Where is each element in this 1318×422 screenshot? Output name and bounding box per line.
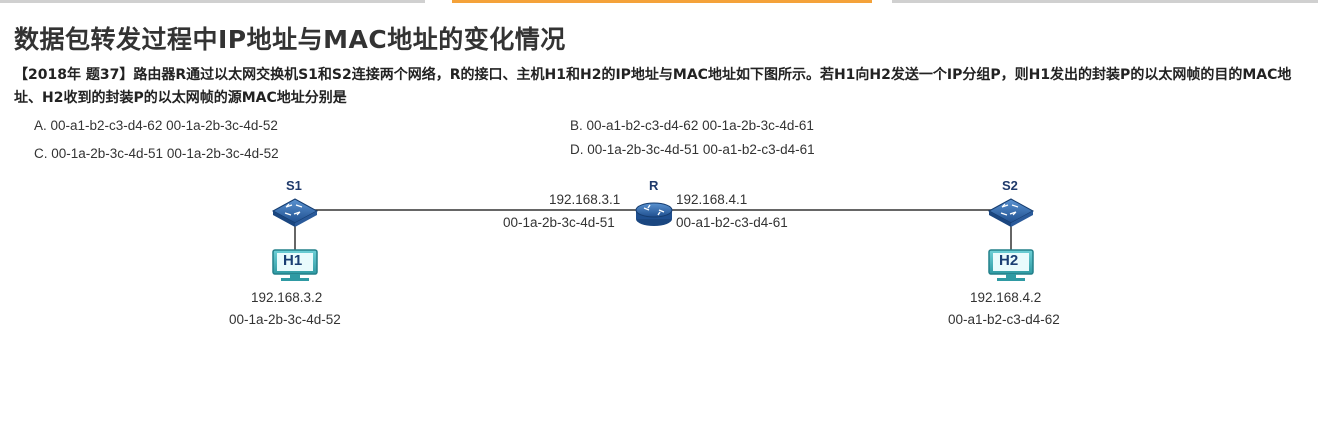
h2-mac: 00-a1-b2-c3-d4-62 xyxy=(948,312,1060,327)
router-right-mac: 00-a1-b2-c3-d4-61 xyxy=(676,215,788,230)
top-progress-bar xyxy=(0,0,1318,3)
switch-s2-label: S2 xyxy=(1002,178,1018,193)
host-h1-label: H1 xyxy=(283,252,303,269)
h1-ip: 192.168.3.2 xyxy=(251,290,323,305)
switch-s1-icon xyxy=(271,198,319,227)
tab-indicator-active xyxy=(452,0,872,3)
host-h2-icon xyxy=(988,249,1034,281)
router-icon xyxy=(635,202,673,226)
question-text: 【2018年 题37】路由器R通过以太网交换机S1和S2连接两个网络，R的接口、… xyxy=(14,67,1292,106)
h2-ip: 192.168.4.2 xyxy=(970,290,1042,305)
option-b[interactable]: B. 00-a1-b2-c3-d4-62 00-1a-2b-3c-4d-61 xyxy=(570,118,814,133)
option-d[interactable]: D. 00-1a-2b-3c-4d-51 00-a1-b2-c3-d4-61 xyxy=(570,142,815,157)
switch-s1-label: S1 xyxy=(286,178,302,193)
tab-indicator-left xyxy=(0,0,425,3)
router-left-ip: 192.168.3.1 xyxy=(549,192,621,207)
switch-s2-icon xyxy=(987,198,1035,227)
host-h1-icon xyxy=(272,249,318,281)
router-right-ip: 192.168.4.1 xyxy=(676,192,748,207)
option-c[interactable]: C. 00-1a-2b-3c-4d-51 00-1a-2b-3c-4d-52 xyxy=(34,146,279,161)
host-h2-label: H2 xyxy=(999,252,1019,269)
page-title: 数据包转发过程中IP地址与MAC地址的变化情况 xyxy=(14,25,566,54)
router-left-mac: 00-1a-2b-3c-4d-51 xyxy=(503,215,615,230)
h1-mac: 00-1a-2b-3c-4d-52 xyxy=(229,312,341,327)
tab-indicator-right xyxy=(892,0,1318,3)
router-label: R xyxy=(649,178,659,193)
option-a[interactable]: A. 00-a1-b2-c3-d4-62 00-1a-2b-3c-4d-52 xyxy=(34,118,278,133)
